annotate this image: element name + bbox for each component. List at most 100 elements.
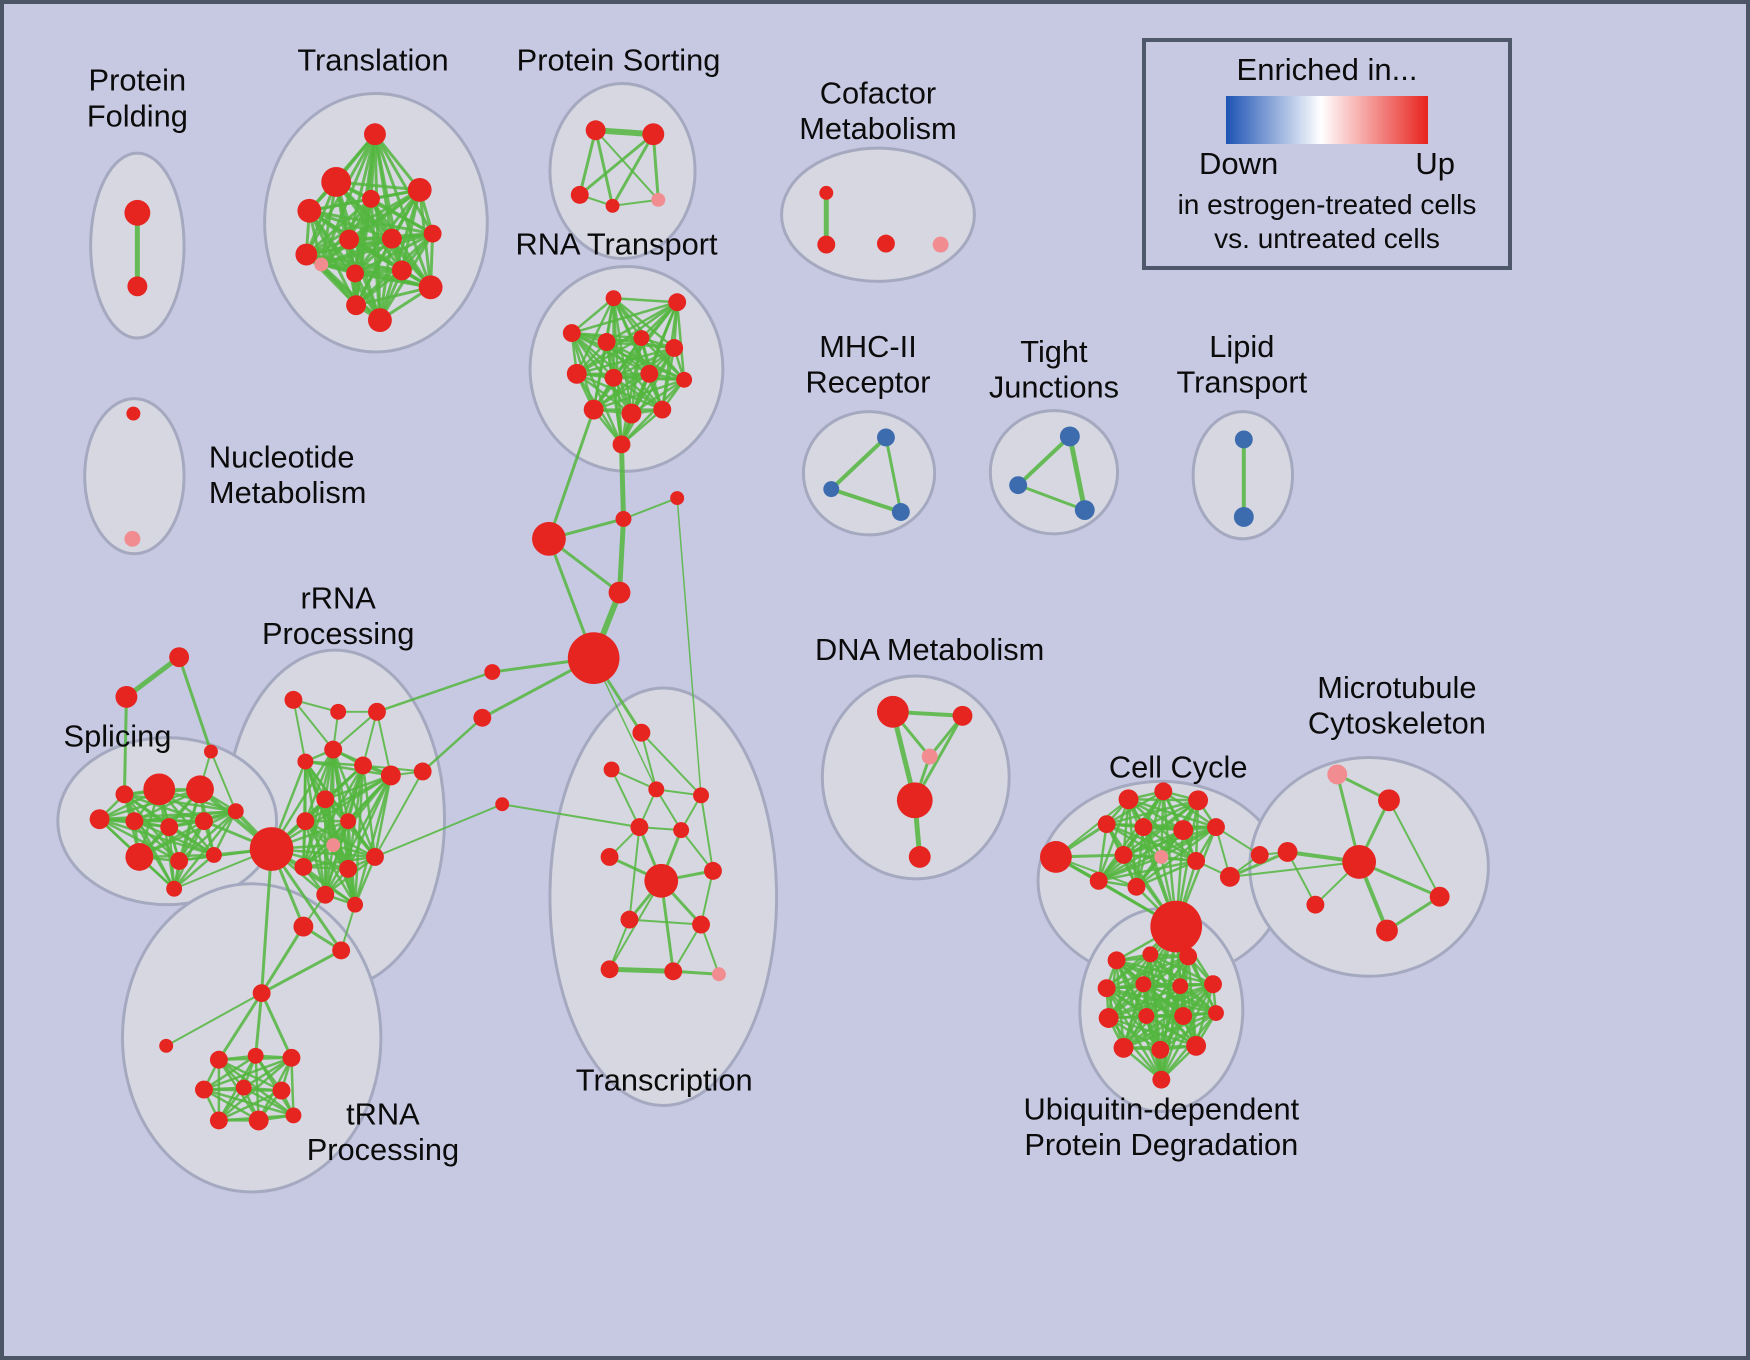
node-lp1: [1234, 430, 1253, 449]
node-tx11: [692, 915, 710, 934]
node-ub7: [1204, 975, 1222, 994]
node-ub1: [1107, 951, 1126, 970]
edge-rr8-rr12: [302, 798, 327, 869]
node-c7: [473, 708, 492, 727]
node-rt6: [665, 339, 684, 357]
edge-tx5-tx10: [628, 826, 641, 921]
node-tx8: [644, 863, 679, 898]
node-rt13: [653, 400, 672, 419]
edge-t9-t10: [319, 237, 394, 266]
edge-tx2-tx5: [610, 768, 641, 829]
node-rr17: [293, 916, 314, 937]
edge-rr3-rr7: [375, 710, 392, 777]
node-cc11: [1187, 851, 1206, 870]
edge-rt9-rt11: [592, 372, 651, 411]
node-ub5: [1135, 976, 1152, 993]
edge-tr1-tr4: [260, 991, 293, 1060]
node-ps4: [605, 198, 620, 213]
node-sp10: [170, 851, 189, 870]
edge-tj2-tj3: [1016, 483, 1087, 512]
node-ub13: [1151, 1040, 1170, 1059]
node-dm4: [896, 782, 933, 819]
edge-rr7-rr13: [346, 774, 393, 871]
node-rr3: [368, 702, 386, 721]
cluster-nucleotide-metabolism: [83, 397, 186, 556]
cluster-dna-metabolism: [820, 674, 1011, 881]
node-cc9: [1114, 846, 1133, 864]
node-tr2: [209, 1050, 228, 1069]
node-ub6: [1172, 978, 1189, 995]
node-mc3: [1277, 842, 1298, 862]
node-mc7: [1306, 895, 1325, 914]
legend-up-label: Up: [1415, 146, 1455, 181]
edge-mh1-mh2: [829, 435, 888, 492]
node-t6: [423, 224, 442, 243]
node-tr3: [247, 1047, 264, 1064]
node-hub1: [249, 827, 294, 871]
legend-down-label: Down: [1199, 146, 1279, 181]
node-pf1: [124, 199, 151, 226]
node-cc15: [1250, 846, 1269, 864]
node-rr15: [316, 885, 335, 904]
node-dm2: [952, 705, 973, 726]
node-ub3: [1179, 947, 1198, 966]
edge-tr5-tr10: [202, 1088, 295, 1117]
node-rr1: [284, 690, 303, 709]
edge-rt14-c1: [619, 441, 626, 522]
node-rr12: [294, 857, 313, 876]
edge-rr12-rr16: [302, 865, 357, 906]
node-rr14: [366, 848, 384, 866]
cluster-mhc-ii-receptor: [801, 410, 937, 537]
edge-sp8-sp12: [172, 809, 238, 891]
edge-rr5-rr7: [304, 760, 393, 777]
node-cc7: [1173, 820, 1194, 841]
edge-rr12-rr14: [302, 855, 377, 869]
node-rt4: [597, 333, 616, 351]
edge-sp5-sp12: [133, 819, 176, 891]
edge-rt1-rt6: [612, 297, 676, 350]
node-tx5: [630, 818, 649, 837]
node-rr8: [316, 790, 335, 809]
node-c5: [567, 632, 620, 684]
edge-rt10-rt11: [592, 378, 686, 411]
edge-cc11-cc12: [1097, 859, 1198, 883]
edge-tr4-tr10: [290, 1056, 295, 1117]
node-rr6: [354, 756, 372, 775]
edge-sp4-sp10: [98, 817, 181, 863]
node-ub4: [1097, 979, 1116, 998]
edge-cc14-mc3: [1228, 850, 1290, 879]
node-mh1: [876, 428, 895, 447]
node-c6: [484, 664, 501, 680]
node-cc3: [1154, 782, 1173, 801]
node-rt3: [562, 324, 581, 342]
node-tx6: [673, 822, 690, 839]
edge-rr10-rr12: [302, 819, 350, 869]
edge-t4-t7: [304, 197, 373, 257]
edge-cc3-cc12: [1097, 790, 1165, 883]
node-iso1: [159, 1038, 174, 1053]
node-cc8: [1207, 818, 1225, 837]
edge-t5-t10: [319, 188, 422, 266]
node-rt10: [676, 371, 693, 388]
edge-rr3-rr4: [332, 710, 378, 751]
node-mc1: [1327, 764, 1348, 785]
node-tx2: [603, 761, 620, 778]
node-tr7: [272, 1081, 291, 1100]
edge-rr17-tr1: [260, 925, 305, 995]
edge-rr19-rr14: [373, 770, 424, 858]
node-tx4: [693, 787, 709, 804]
node-rr16: [347, 896, 364, 913]
node-t2: [321, 167, 352, 197]
node-rr10: [340, 813, 357, 830]
node-dm1: [876, 695, 909, 728]
node-rt7: [566, 363, 587, 384]
node-sp7: [195, 812, 213, 831]
node-tr10: [285, 1107, 302, 1124]
node-rr13: [339, 859, 358, 878]
